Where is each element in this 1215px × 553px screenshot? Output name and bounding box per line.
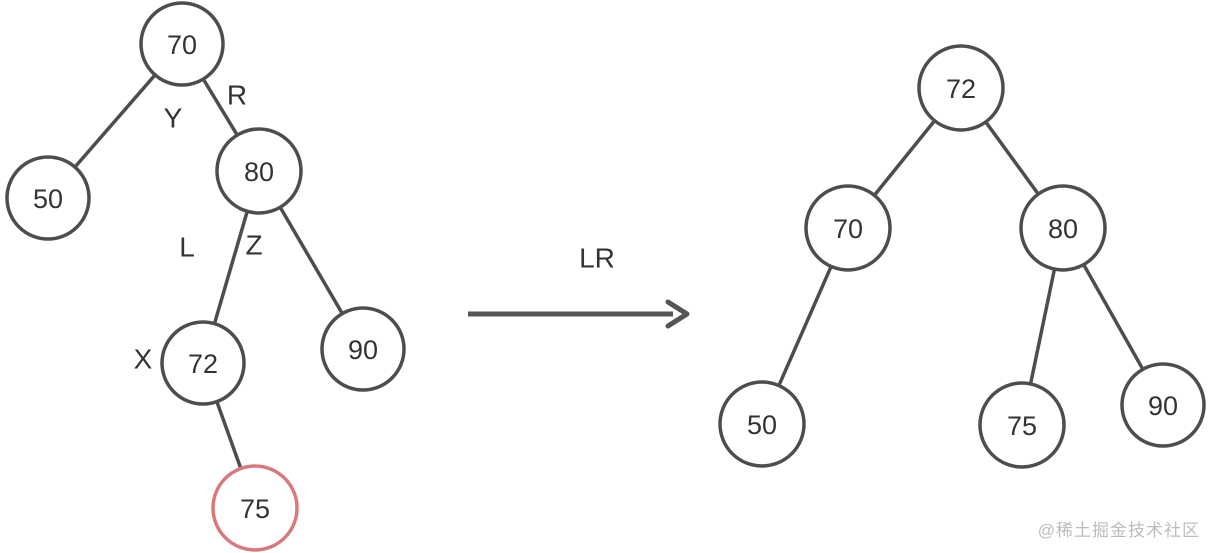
right-tree-node-90 — [1120, 362, 1206, 448]
rotation-arrow-head-icon — [665, 299, 690, 329]
left-tree-edge-label-Y: Y — [164, 103, 183, 134]
left-tree-node-label-90: 90 — [348, 335, 378, 365]
right-tree-node-72 — [917, 44, 1005, 132]
left-tree-node-label-70: 70 — [167, 30, 197, 60]
right-tree-node-label-70: 70 — [833, 214, 863, 244]
left-tree-node-90 — [320, 306, 406, 392]
left-tree-node-72 — [160, 320, 246, 406]
right-tree-node-label-50: 50 — [747, 410, 777, 440]
left-tree-node-label-50: 50 — [33, 184, 63, 214]
right-tree-node-label-72: 72 — [946, 74, 976, 104]
left-tree-node-label-80: 80 — [244, 157, 274, 187]
left-tree-node-75 — [211, 464, 299, 552]
left-tree-edge-label-R: R — [227, 80, 247, 111]
left-tree-node-label-75: 75 — [240, 494, 270, 524]
right-tree-node-label-75: 75 — [1007, 411, 1037, 441]
right-tree-node-label-80: 80 — [1048, 214, 1078, 244]
right-tree-node-50 — [718, 380, 806, 468]
left-tree-edge-label-X: X — [134, 344, 153, 375]
left-tree-edge-label-Z: Z — [245, 230, 262, 261]
left-tree-edge-label-L: L — [179, 232, 195, 263]
watermark-text: @稀土掘金技术社区 — [1037, 521, 1200, 540]
left-tree-node-70 — [139, 1, 225, 87]
left-tree-node-label-72: 72 — [188, 349, 218, 379]
right-tree-node-80 — [1019, 184, 1107, 272]
right-tree-node-75 — [978, 381, 1066, 469]
left-tree-node-80 — [215, 127, 303, 215]
rotation-type-label: LR — [579, 243, 615, 274]
left-tree-node-50 — [5, 155, 91, 241]
right-tree-node-70 — [804, 184, 892, 272]
right-tree-node-label-90: 90 — [1148, 391, 1178, 421]
